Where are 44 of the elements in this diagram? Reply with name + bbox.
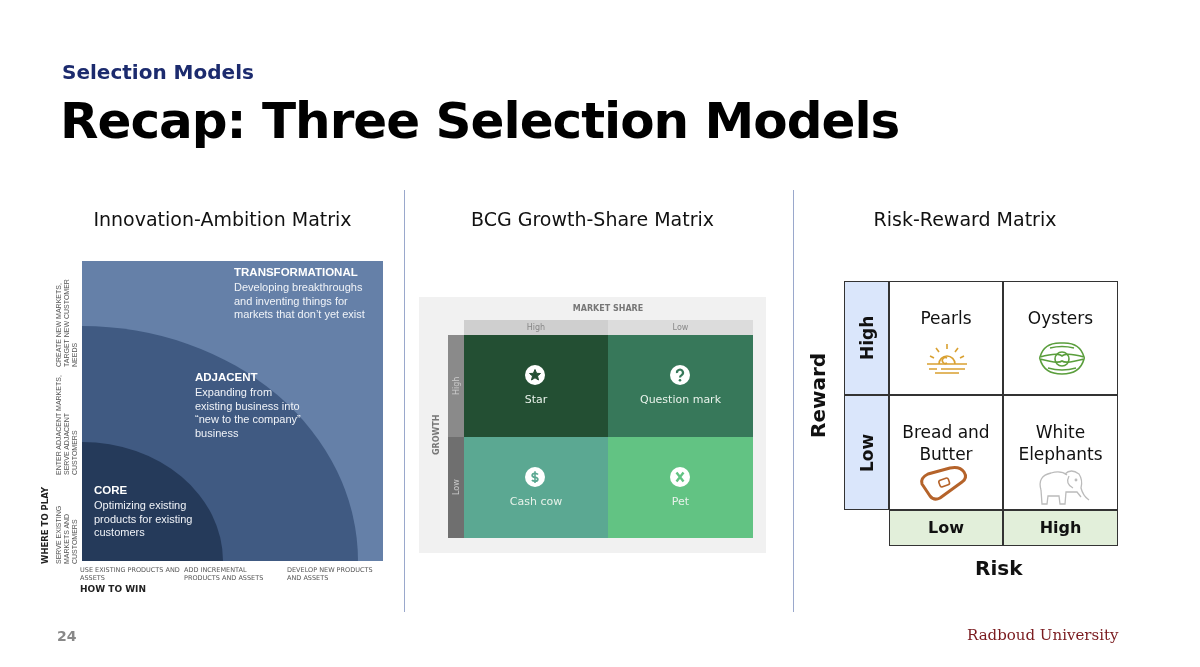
footer-text: Radboud University [967, 626, 1119, 644]
axis-title: Risk [975, 556, 1023, 580]
area-heading: ADJACENT [195, 371, 258, 383]
cell-label: Cash cow [508, 495, 564, 508]
area-heading: TRANSFORMATIONAL [234, 266, 358, 278]
cell-label: Question mark [638, 393, 722, 406]
header-cell: Low [608, 320, 753, 335]
matrix-cell [464, 335, 608, 437]
header-cell: Low [448, 437, 464, 538]
axis-title: MARKET SHARE [571, 304, 645, 313]
matrix-cell [1003, 281, 1118, 395]
matrix-heading: BCG Growth-Share Matrix [469, 208, 716, 230]
area-description: Expanding from existing business into “new to the company” business [195, 386, 302, 440]
header-cell: High [1003, 510, 1118, 546]
matrix-cell [464, 437, 608, 538]
cell-label: Star [523, 393, 549, 406]
matrix-cell [608, 437, 753, 538]
area-description: Developing breakthroughs and inventing things for markets that don’t yet exist [234, 281, 366, 322]
cell-label: Pearls [919, 307, 973, 329]
matrix-cell [608, 335, 753, 437]
matrix-cell [889, 395, 1003, 510]
header-cell: High [464, 320, 608, 335]
area-description: Optimizing existing products for existing customers [94, 499, 194, 540]
header-cell: High [844, 281, 889, 395]
matrix-heading: Innovation-Ambition Matrix [92, 208, 353, 230]
transformational-area [82, 261, 383, 561]
header-cell: High [448, 335, 464, 437]
area-heading: CORE [94, 484, 128, 496]
cell-label: Pet [670, 495, 691, 508]
matrix-heading: Risk-Reward Matrix [872, 208, 1058, 230]
cell-label: Oysters [1026, 307, 1095, 329]
slide-title: Recap: Three Selection Models [60, 92, 900, 150]
header-cell: Low [844, 395, 889, 510]
section-heading: Selection Models [62, 60, 254, 84]
page-number: 24 [57, 628, 77, 644]
cell-label: Bread and Butter [901, 421, 991, 465]
matrix-cell [1003, 395, 1118, 510]
axis-title: Reward [806, 351, 831, 440]
axis-title: GROWTH [432, 413, 442, 458]
header-cell: Low [889, 510, 1003, 546]
axis-title: WHERE TO PLAY [40, 485, 51, 564]
axis-title: HOW TO WIN [80, 584, 146, 594]
cell-label: White Elephants [1017, 421, 1104, 465]
matrix-cell [889, 281, 1003, 395]
